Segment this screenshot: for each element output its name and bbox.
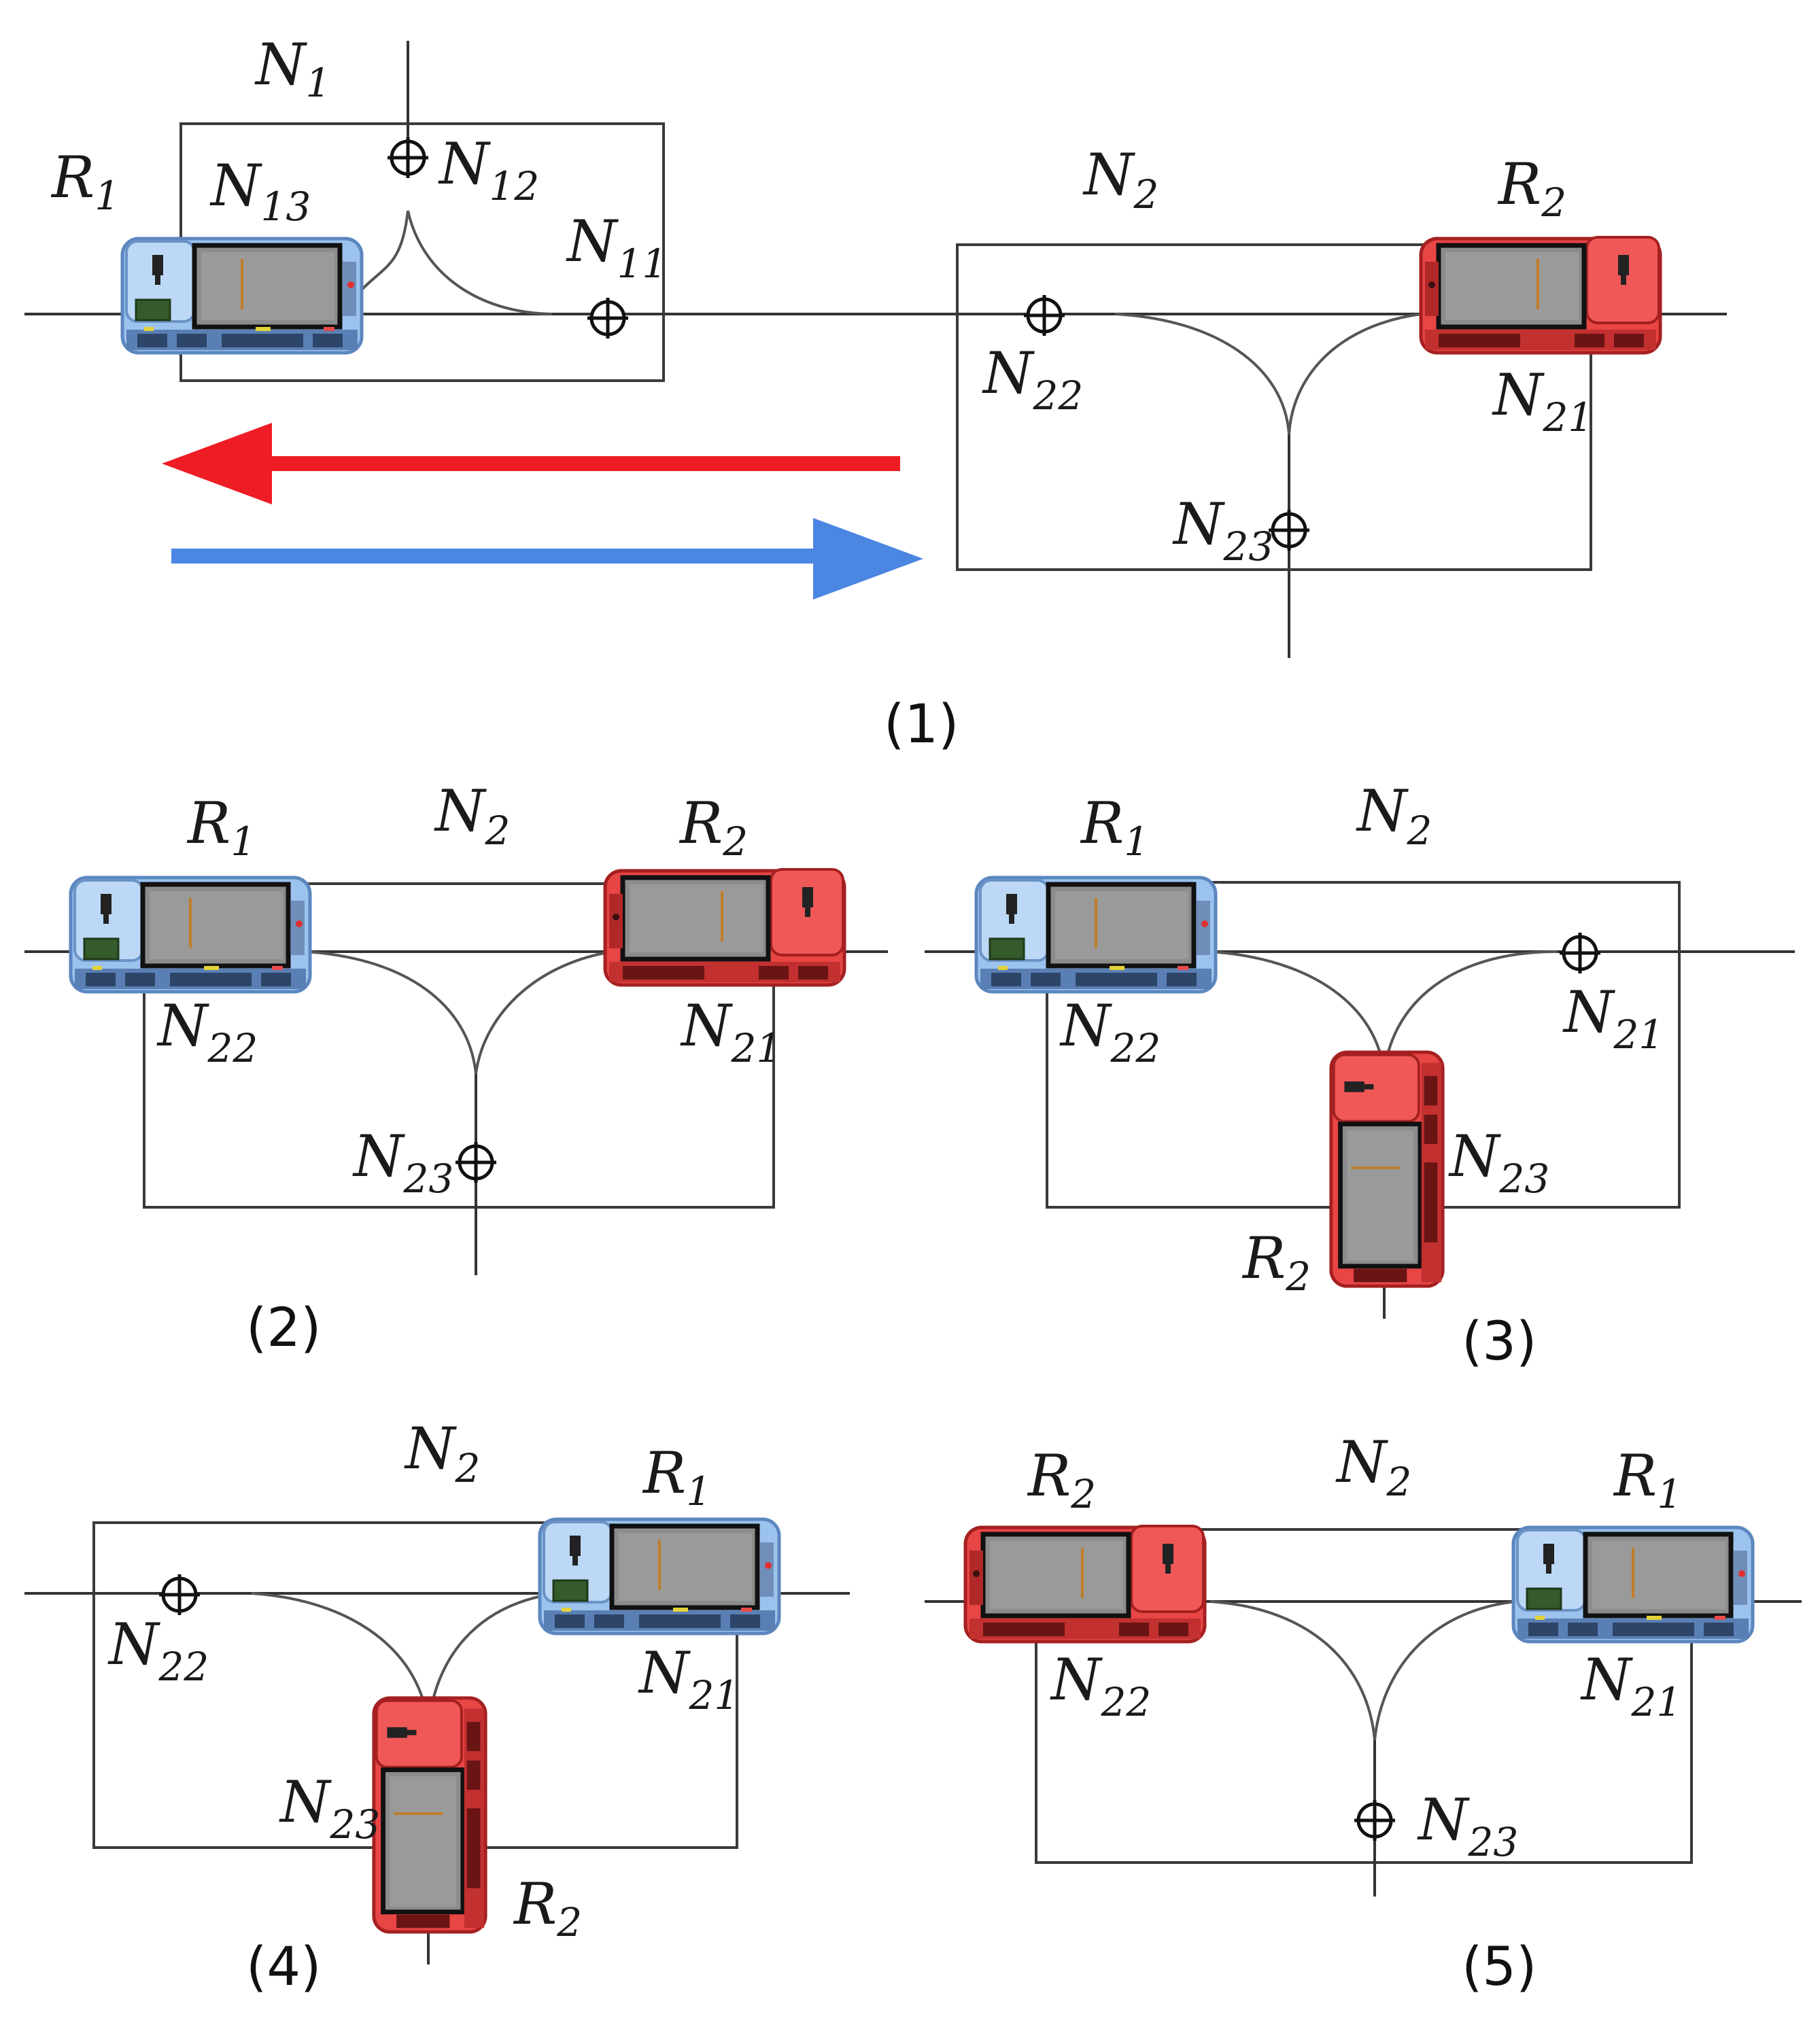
node-n23-icon [456, 1142, 496, 1183]
label-n2: N2 [1335, 1429, 1411, 1505]
robot-r2-icon [1331, 1052, 1443, 1286]
curve-left [1209, 1600, 1376, 1741]
label-n23: N23 [352, 1123, 453, 1202]
label-n22: N22 [1050, 1646, 1151, 1725]
region-n2 [143, 882, 775, 1209]
curve-n21-n23 [1288, 313, 1422, 436]
label-n21: N21 [638, 1640, 739, 1718]
label-n11: N11 [566, 208, 667, 287]
label-n22: N22 [156, 992, 258, 1071]
curve-right [475, 950, 613, 1075]
node-n21-icon [1560, 933, 1600, 973]
label-n22: N22 [1059, 992, 1161, 1071]
curve-right [1383, 950, 1558, 1075]
label-n21: N21 [1492, 362, 1593, 440]
label-r1: R1 [50, 144, 120, 219]
node-n11-icon [587, 298, 628, 339]
label-r1: R1 [1613, 1442, 1682, 1517]
caption-3: (3) [1462, 1311, 1537, 1372]
label-n12: N12 [438, 131, 539, 209]
label-n21: N21 [1562, 979, 1664, 1058]
label-r2: R2 [1497, 151, 1566, 226]
label-r2: R2 [513, 1871, 582, 1945]
curve-n22-n23 [1114, 313, 1290, 436]
curve-n12-n11 [407, 210, 553, 315]
label-n13: N13 [209, 152, 311, 230]
caption-2: (2) [246, 1298, 322, 1359]
label-n22: N22 [107, 1611, 209, 1690]
node-n23-icon [1269, 510, 1309, 551]
label-r1: R1 [1080, 790, 1149, 865]
label-n23: N23 [1417, 1786, 1518, 1865]
robot-r1-icon [976, 878, 1216, 992]
region-n2 [1035, 1528, 1693, 1864]
node-n12-icon [388, 137, 428, 178]
robot-r1-icon [122, 239, 362, 353]
robot-r2-icon [374, 1698, 485, 1932]
curve-right [1373, 1600, 1517, 1741]
label-n2: N2 [434, 778, 510, 854]
region-n2 [956, 243, 1592, 571]
robot-r2-icon [1421, 237, 1660, 353]
label-n22: N22 [982, 340, 1083, 419]
label-r2: R2 [1241, 1225, 1311, 1300]
label-r2: R2 [679, 790, 748, 865]
panel-4: N2 R1 N22 N21 N23 R2 (4) [24, 1415, 850, 1998]
robot-r1-icon [71, 878, 310, 992]
node-n22-icon [1024, 295, 1065, 336]
label-r1: R1 [186, 790, 256, 865]
caption-5: (5) [1462, 1937, 1537, 1998]
node-n23-icon [1354, 1800, 1395, 1841]
label-n21: N21 [1580, 1646, 1681, 1725]
panel-5: R2 N2 R1 N22 N21 N23 (5) [925, 1429, 1802, 1998]
robot-r2-icon [605, 869, 844, 985]
panel-3: R1 N2 N21 N22 N23 R2 (3) [925, 778, 1795, 1372]
label-n23: N23 [279, 1769, 380, 1848]
curve-left [1209, 950, 1386, 1075]
arrow-blue-right-icon [171, 518, 923, 600]
curve-left [305, 950, 477, 1075]
node-n22-icon [159, 1574, 200, 1615]
label-n23: N23 [1172, 491, 1273, 570]
label-n23: N23 [1448, 1123, 1549, 1202]
label-r2: R2 [1027, 1442, 1096, 1517]
robot-r1-icon [1513, 1527, 1753, 1642]
label-n1: N1 [254, 31, 330, 106]
panel-2: R1 N2 R2 N22 N21 N23 (2) [24, 778, 888, 1359]
caption-1: (1) [884, 694, 959, 755]
label-n21: N21 [680, 992, 781, 1071]
arrow-red-left-icon [162, 423, 900, 504]
robot-r1-icon [540, 1519, 779, 1633]
label-n2: N2 [1082, 141, 1158, 218]
label-n2: N2 [404, 1415, 480, 1491]
robot-r2-icon [965, 1526, 1205, 1642]
panel-1: N1 R1 N13 N12 N11 N2 R2 N22 N21 N23 (1) [24, 31, 1727, 755]
caption-4: (4) [246, 1937, 322, 1998]
label-n2: N2 [1356, 778, 1432, 854]
label-r1: R1 [642, 1440, 711, 1515]
